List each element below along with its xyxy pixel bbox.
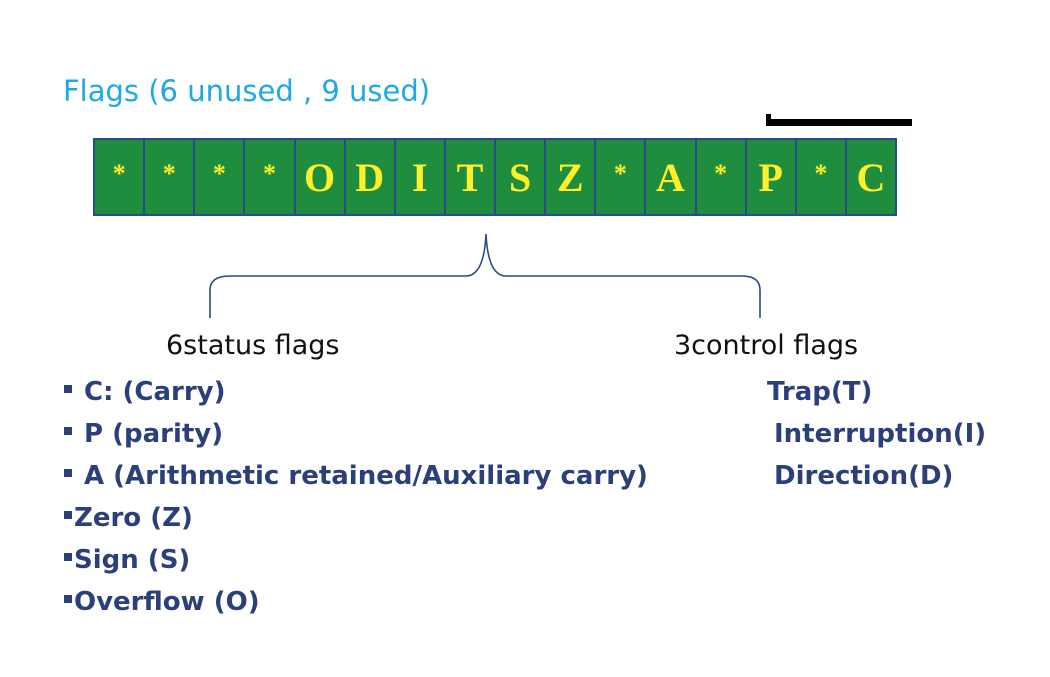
status-flag-label: Sign (S) bbox=[74, 545, 191, 575]
brace-path bbox=[209, 233, 761, 318]
bullet-icon bbox=[64, 385, 72, 393]
control-flag-label: Trap(T) bbox=[767, 377, 873, 407]
status-flag-label: P (parity) bbox=[84, 419, 224, 449]
list-item: A (Arithmetic retained/Auxiliary carry) bbox=[64, 455, 648, 497]
status-flag-label: A (Arithmetic retained/Auxiliary carry) bbox=[84, 461, 648, 491]
list-item: P (parity) bbox=[64, 413, 648, 455]
bracket-mark bbox=[766, 119, 912, 126]
list-item: Sign (S) bbox=[64, 539, 648, 581]
list-item: Overflow (O) bbox=[64, 581, 648, 623]
bullet-icon bbox=[64, 553, 72, 561]
bullet-icon bbox=[64, 595, 72, 603]
register-cell: S bbox=[496, 140, 547, 214]
list-item: Zero (Z) bbox=[64, 497, 648, 539]
status-flags-heading: 6status flags bbox=[166, 330, 340, 361]
status-flag-label: Zero (Z) bbox=[74, 503, 193, 533]
register-cell: * bbox=[195, 140, 246, 214]
status-flag-label: Overflow (O) bbox=[74, 587, 260, 617]
register-cell: I bbox=[395, 140, 446, 214]
register-cell: D bbox=[345, 140, 396, 214]
register-cell: Z bbox=[546, 140, 597, 214]
register-cell: * bbox=[245, 140, 296, 214]
list-item: C: (Carry) bbox=[64, 371, 648, 413]
control-flag-label: Interruption(I) bbox=[774, 419, 987, 449]
register-cell: * bbox=[145, 140, 196, 214]
flags-register: * * * * O D I T S Z * A * P * C bbox=[93, 138, 897, 216]
register-cell: A bbox=[646, 140, 697, 214]
diagram-title: Flags (6 unused , 9 used) bbox=[63, 74, 431, 108]
register-cell: T bbox=[445, 140, 496, 214]
register-cell: C bbox=[846, 140, 895, 214]
status-flag-label: C: (Carry) bbox=[84, 377, 226, 407]
control-flags-heading: 3control flags bbox=[674, 330, 859, 361]
register-cell: * bbox=[796, 140, 847, 214]
bullet-icon bbox=[64, 427, 72, 435]
register-cell: * bbox=[696, 140, 747, 214]
register-cell: * bbox=[95, 140, 146, 214]
register-cell: * bbox=[596, 140, 647, 214]
control-flag-label: Direction(D) bbox=[774, 461, 954, 491]
status-flags-list: C: (Carry) P (parity) A (Arithmetic reta… bbox=[64, 371, 648, 623]
bullet-icon bbox=[64, 511, 72, 519]
bullet-icon bbox=[64, 469, 72, 477]
register-cell: P bbox=[746, 140, 797, 214]
register-cell: O bbox=[295, 140, 346, 214]
